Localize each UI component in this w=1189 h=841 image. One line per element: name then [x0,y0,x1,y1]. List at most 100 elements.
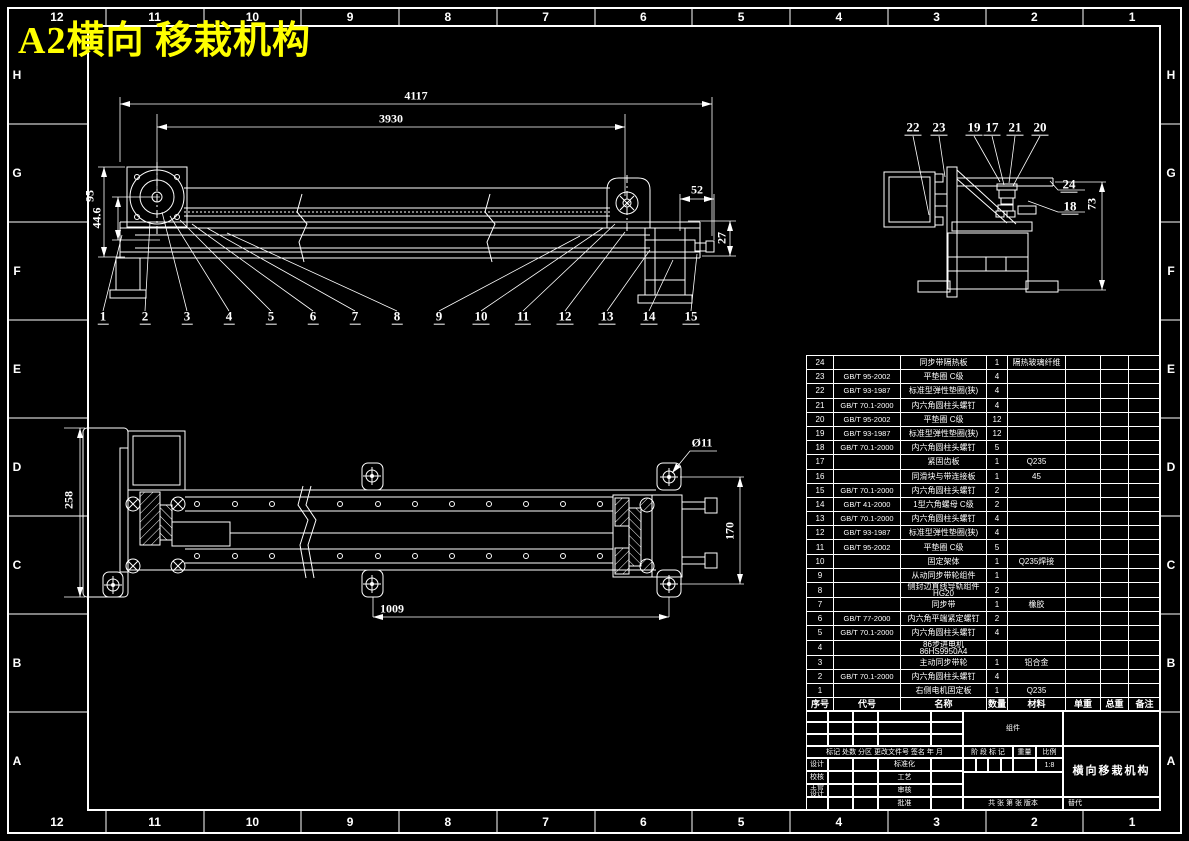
bom-cell: 1 [986,354,1008,371]
bom-cell: 21 [806,397,834,413]
bom-cell [1065,511,1101,527]
mounting-tabs [102,462,682,598]
zone-label-bottom: 9 [346,815,354,829]
bom-cell [1100,611,1129,627]
callout-label: 14 [640,308,658,325]
bom-cell [1128,383,1161,399]
bom-cell: 标准型弹性垫圈(狭) [900,425,987,442]
bom-cell: 铝合金 [1007,654,1066,670]
bom-cell: 平垫圈 C级 [900,539,987,555]
bom-cell: Q235 [1007,454,1066,470]
callout-label: 8 [391,308,403,325]
role-label: 审核 [878,784,931,797]
bom-cell [1065,567,1101,584]
bom-cell [1128,596,1161,613]
bom-cell: 3 [806,654,834,670]
bom-cell: 20 [806,411,834,427]
bom-cell: 4 [986,625,1008,641]
role-label: 主管设计 [806,784,828,797]
bom-cell: 单重 [1065,697,1101,713]
bom-cell: 4 [986,397,1008,413]
bom-cell: GB/T 95-2002 [833,539,901,555]
bom-cell: 11 [806,539,834,555]
assembly-type-cell: 组件 [963,710,1063,746]
callout-label: 23 [930,119,948,136]
bom-cell: 备注 [1128,697,1161,713]
zone-label-top: 12 [50,10,64,24]
callout-label: 1 [97,308,109,325]
bom-cell [1128,611,1161,627]
bom-cell: 同步带隔热板 [900,354,987,371]
bom-cell [1065,454,1101,470]
callout-label: 18 [1061,198,1079,215]
bom-cell: 平垫圈 C级 [900,369,987,385]
bom-cell [1065,582,1101,598]
callout-label: 20 [1031,119,1049,136]
zone-label-bottom: 6 [640,815,647,829]
bom-cell: 1型六角螺母 C级 [900,496,987,513]
bom-cell [1065,482,1101,498]
signature-cell [828,797,853,810]
zone-label-top: 4 [835,10,843,24]
top-view-dimension-lines [98,97,736,312]
zone-label-right: C [1166,558,1176,572]
zone-label-bottom: 5 [737,815,745,829]
callout-label: 2 [139,308,151,325]
bom-cell [1007,369,1066,385]
bom-cell: 平垫圈 C级 [900,411,987,427]
bom-cell [1007,625,1066,641]
bom-cell: 从动同步带轮组件 [900,567,987,584]
dim-left-height: 95 [82,190,97,202]
dim-overall-length: 4117 [404,88,428,103]
revision-grid-cell [828,734,853,746]
bom-cell [1100,682,1129,699]
bom-cell [833,682,901,699]
bom-cell: GB/T 95-2002 [833,369,901,385]
bom-cell: GB/T 70.1-2000 [833,482,901,498]
bom-cell: 橡胶 [1007,596,1066,613]
bom-cell [1100,525,1129,541]
bom-cell: GB/T 70.1-2000 [833,668,901,684]
dim-plan-length: 1009 [380,601,404,616]
bom-cell [1007,668,1066,684]
bom-cell: 右侧电机固定板 [900,682,987,699]
bom-cell: 15 [806,482,834,498]
bom-cell [1128,425,1161,442]
bom-cell: 1 [806,682,834,699]
callout-label: 7 [349,308,361,325]
bom-cell: 标准型弹性垫圈(狭) [900,525,987,541]
bom-cell [1128,553,1161,569]
bom-cell: 1 [986,567,1008,584]
bom-cell [1128,682,1161,699]
callout-label: 6 [307,308,319,325]
zone-label-right: A [1166,754,1176,768]
bom-cell [1100,567,1129,584]
bom-cell [1128,525,1161,541]
zone-label-top: 9 [346,10,354,24]
zone-label-right: F [1167,264,1175,278]
dim-pulley-offset: 44.6 [89,207,104,229]
role-label: 工艺 [878,771,931,784]
bom-cell [1128,639,1161,656]
bom-cell: GB/T 41-2000 [833,496,901,513]
signature-cell [828,758,853,771]
zone-label-right: E [1166,362,1176,376]
role-label [806,797,828,810]
revision-grid-cell [878,722,931,734]
zone-label-left: H [12,68,22,82]
bom-cell [833,553,901,569]
date-cell [853,797,878,810]
zone-label-left: E [12,362,22,376]
bom-cell: 4 [986,525,1008,541]
role-label: 校核 [806,771,828,784]
top-view-linework [109,162,715,304]
bom-cell [1065,553,1101,569]
bom-cell [1100,625,1129,641]
bom-cell [1065,625,1101,641]
